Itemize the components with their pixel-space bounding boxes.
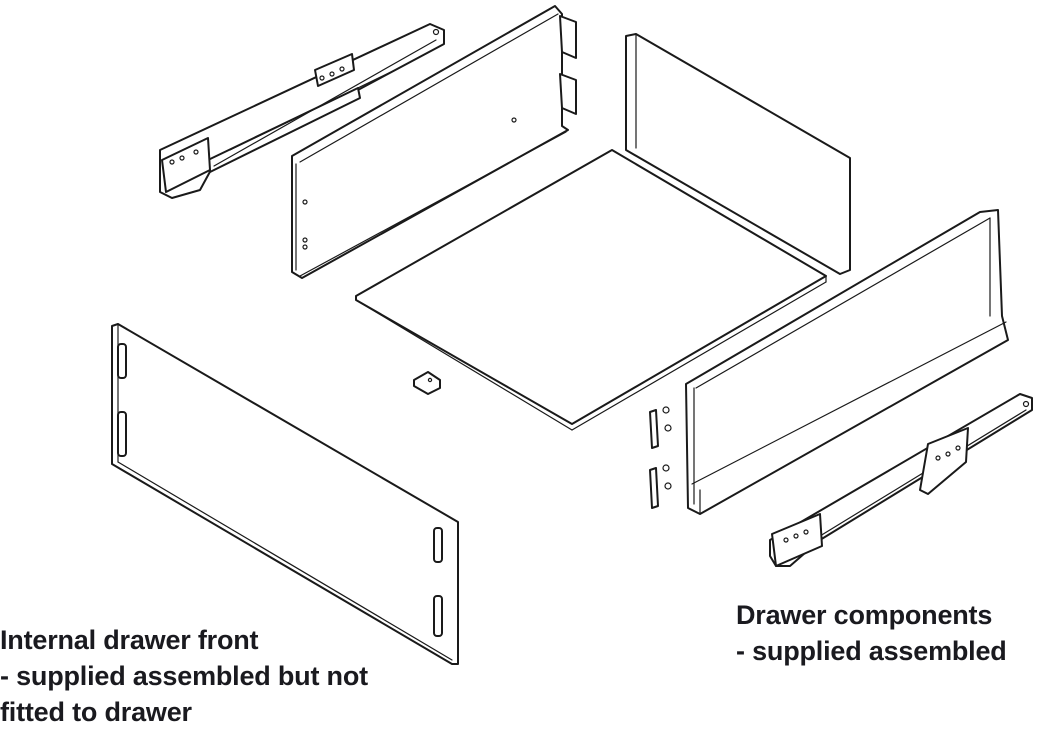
internal-drawer-front bbox=[111, 323, 459, 665]
label-line: - supplied assembled bbox=[736, 636, 1007, 666]
internal-drawer-front-label: Internal drawer front - supplied assembl… bbox=[0, 622, 368, 730]
drawer-components-label: Drawer components - supplied assembled bbox=[736, 597, 1007, 669]
label-line: Internal drawer front bbox=[0, 625, 259, 655]
drawer-back-panel bbox=[625, 33, 851, 275]
right-drawer-side bbox=[685, 209, 1009, 515]
label-line: - supplied assembled but not bbox=[0, 661, 368, 691]
front-hook-bottom-left bbox=[117, 411, 127, 457]
drawer-bottom bbox=[355, 149, 827, 431]
label-line: Drawer components bbox=[736, 600, 993, 630]
right-runner bbox=[769, 393, 1033, 567]
front-fixing-bracket bbox=[413, 371, 441, 395]
front-fixing-brackets-with-screws bbox=[649, 406, 672, 509]
front-hook-top-right bbox=[433, 527, 443, 563]
front-hook-top-left bbox=[117, 343, 127, 379]
label-line: fitted to drawer bbox=[0, 697, 192, 727]
left-drawer-side bbox=[291, 5, 577, 279]
front-hook-bottom-right bbox=[433, 595, 443, 637]
left-runner bbox=[159, 23, 445, 199]
